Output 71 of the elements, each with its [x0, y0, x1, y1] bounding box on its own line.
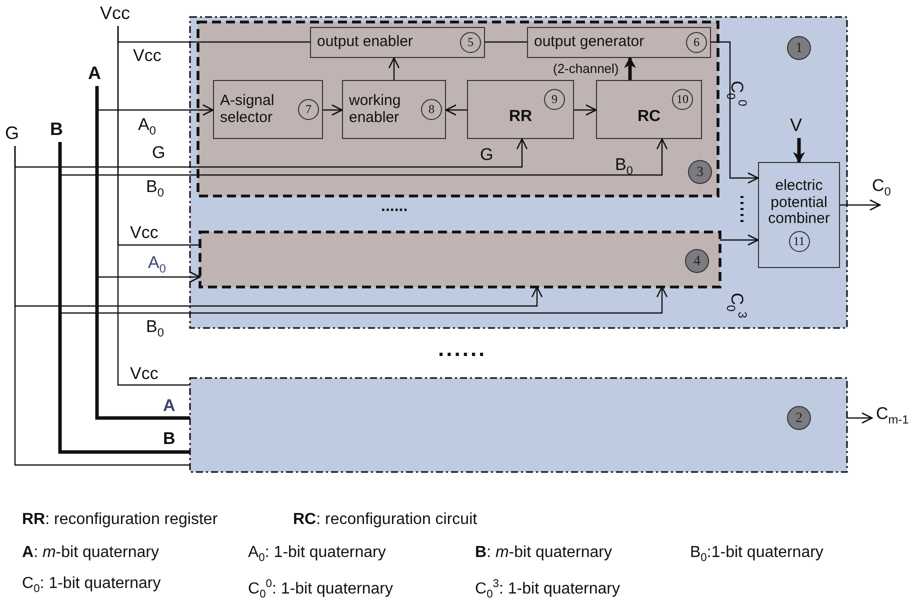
- signal-label: B: [163, 429, 176, 449]
- block-label: electric potential combiner: [767, 178, 831, 228]
- block-label: output generator: [534, 34, 644, 51]
- signal-label: C$_{0}$: [872, 176, 891, 200]
- signal-label: Vcc: [130, 364, 158, 384]
- block-label: A-signal selector: [220, 93, 276, 126]
- signal-source-label: Vcc: [100, 2, 130, 26]
- signal-source-label: A: [88, 62, 101, 86]
- module-number: 1: [787, 36, 811, 60]
- block-number: 10: [672, 89, 693, 110]
- signal-label: G: [152, 143, 166, 163]
- channel-note: (2-channel): [553, 62, 619, 76]
- module-block: [200, 232, 720, 287]
- connector-arrow: [624, 57, 636, 80]
- signal-source-label: B: [50, 118, 63, 142]
- signal-note: A$_{0}$: 1-bit quaternary: [248, 543, 386, 566]
- signal-label: Vcc: [130, 223, 158, 243]
- module-block: [190, 17, 847, 328]
- signal-label: B$_{0}$: [146, 317, 164, 342]
- module-number: 3: [688, 160, 712, 184]
- module-number: 2: [787, 406, 811, 430]
- block-number: 11: [788, 230, 810, 252]
- signal-label: B$_{0}$: [146, 177, 164, 202]
- function-block: [596, 80, 702, 139]
- abbreviation-note: RR: reconfiguration register: [22, 510, 218, 530]
- function-block: [467, 80, 574, 139]
- block-label: output enabler: [317, 34, 413, 51]
- connector-arrow: [388, 57, 400, 80]
- module-block: [190, 378, 847, 472]
- signal-note: C$_{0}$$^{3}$: 1-bit quaternary: [475, 577, 620, 601]
- function-block: [310, 27, 485, 58]
- connector-arrow: [720, 234, 759, 246]
- connector-arrow: [840, 199, 881, 211]
- signal-label: B$_{0}$: [615, 155, 633, 180]
- signal-note: C$_{0}$$^{0}$: 1-bit quaternary: [248, 577, 393, 601]
- function-block: [342, 80, 446, 139]
- signal-note: C$_{0}$: 1-bit quaternary: [22, 574, 161, 598]
- connector-arrow: [711, 41, 759, 184]
- block-number: 9: [544, 89, 565, 110]
- block-label: RR: [508, 108, 532, 126]
- signal-label: A$_{0}$: [138, 115, 156, 140]
- connector-arrow: [14, 138, 528, 168]
- signal-note: B$_{0}$:1-bit quaternary: [690, 543, 824, 566]
- connector-arrow: [574, 104, 597, 116]
- block-number: 6: [686, 32, 707, 53]
- signal-label: A: [163, 396, 176, 416]
- signal-label: Vcc: [133, 46, 162, 66]
- ellipsis: ......: [381, 197, 408, 217]
- connector-arrow: [59, 138, 668, 176]
- signal-source-label: G: [5, 122, 20, 146]
- ellipsis: ......: [438, 339, 487, 359]
- signal-label: A$_{0}$: [148, 253, 166, 278]
- signal-note: A: m-bit quaternary: [22, 543, 159, 563]
- signal-source-label: V: [790, 114, 802, 138]
- connector-arrow: [445, 104, 467, 116]
- signal-note: B: m-bit quaternary: [475, 543, 612, 563]
- block-label: working enabler: [349, 93, 402, 126]
- block-label: RC: [637, 108, 661, 126]
- module-block: [198, 22, 718, 196]
- function-block: [758, 162, 840, 268]
- block-number: 8: [421, 99, 442, 120]
- signal-label: G: [480, 145, 494, 165]
- abbreviation-note: RC: reconfiguration circuit: [293, 510, 478, 530]
- function-block: [213, 80, 323, 139]
- connector-arrow: [323, 104, 343, 116]
- connector-arrow: [793, 138, 805, 163]
- block-number: 7: [298, 99, 319, 120]
- block-number: 5: [460, 32, 481, 53]
- connector-arrow: [847, 412, 873, 424]
- signal-label: C$_{m-1}$: [876, 404, 909, 428]
- module-number: 4: [685, 249, 709, 273]
